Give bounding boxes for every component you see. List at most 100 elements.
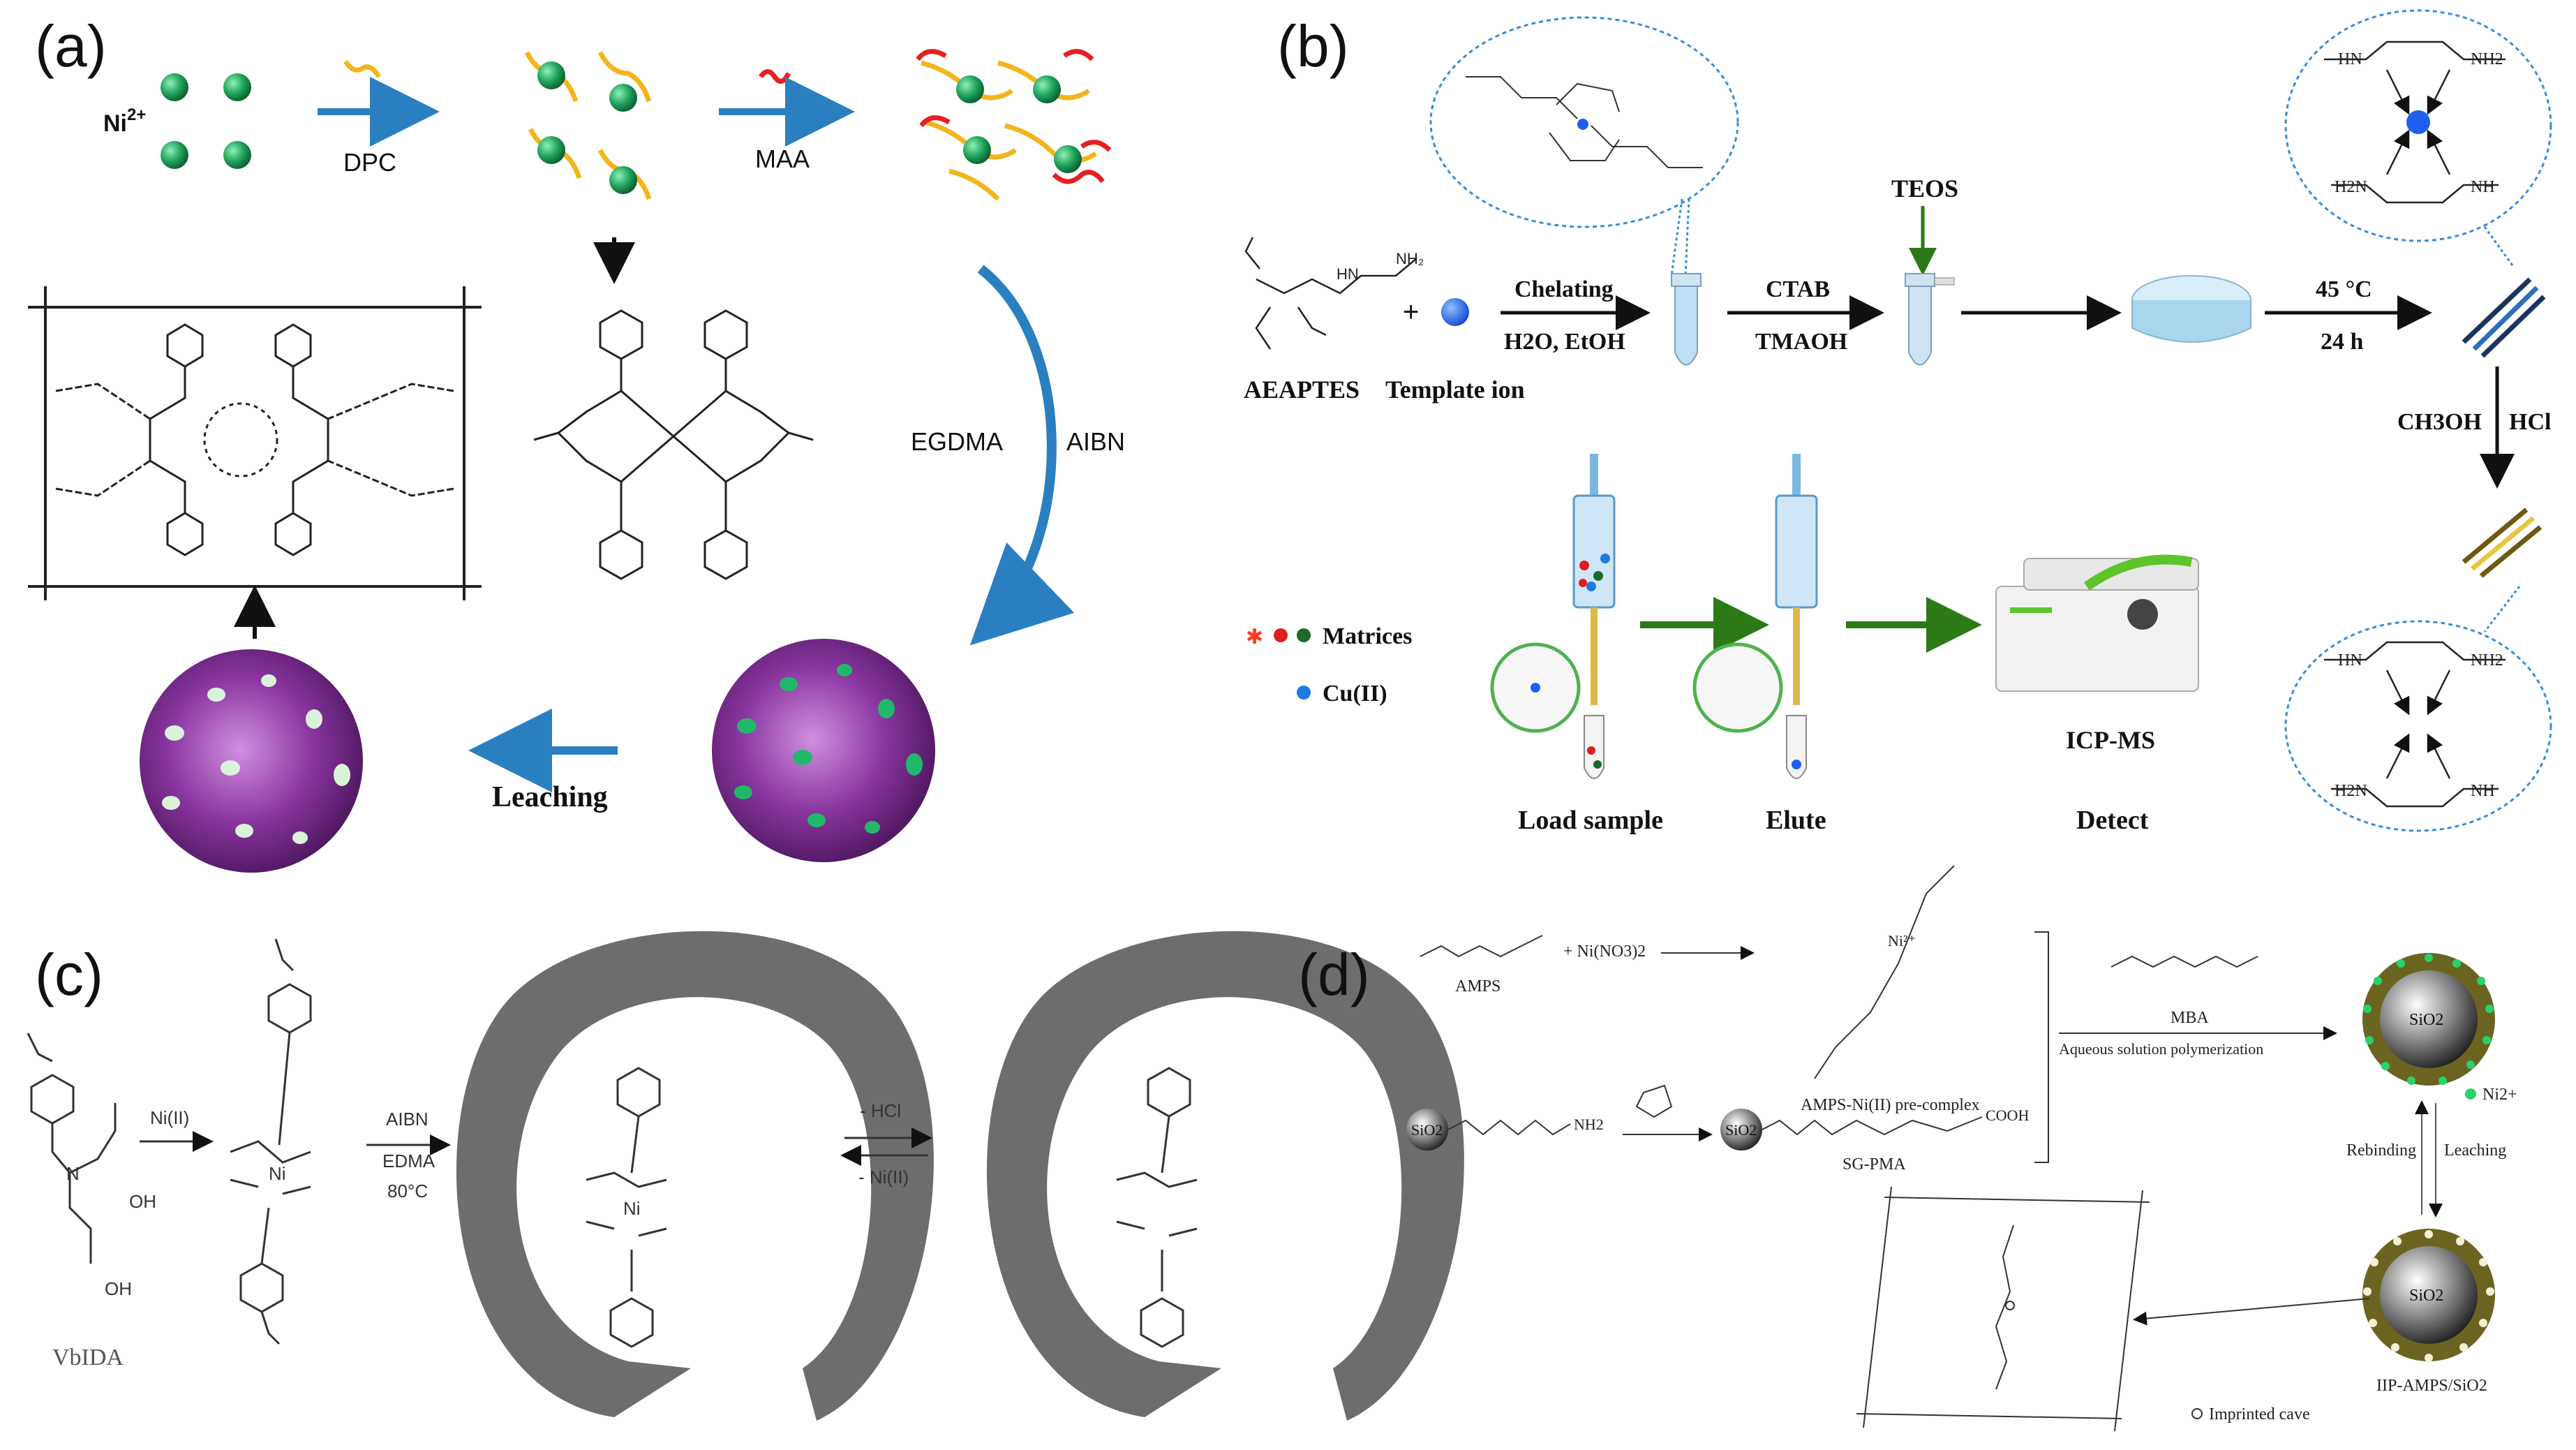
- tube-body: [1908, 286, 1932, 366]
- benzene-ring: [239, 1262, 284, 1313]
- ni-ion: [537, 136, 565, 164]
- ni-site: [780, 677, 798, 691]
- coordination-arrow: [2385, 669, 2410, 716]
- maa-chain: [1062, 49, 1094, 61]
- ni-site: [2407, 1077, 2415, 1085]
- ring: [1549, 132, 1620, 161]
- cave-site: [2369, 1319, 2377, 1327]
- ni-ion: [161, 73, 188, 101]
- coordination-arrow: [2427, 669, 2451, 716]
- instrument-accent: [2083, 554, 2193, 591]
- rod: [2462, 277, 2532, 344]
- imprinted-cave-box: [1856, 1186, 2150, 1432]
- free-ligand: [1116, 1171, 1198, 1237]
- ni-site: [2466, 1060, 2475, 1069]
- ni-text: Ni: [103, 110, 127, 137]
- loaded-polymer-sphere: [712, 639, 935, 862]
- silica-rods-yellow: [2462, 508, 2543, 578]
- aminosilane-chain: [1447, 1119, 1571, 1136]
- leaching-label: Leaching: [492, 781, 608, 813]
- ni-label: Ni2+: [103, 105, 146, 137]
- cu-eluate: [1792, 760, 1801, 769]
- cave-site: [2459, 1343, 2468, 1352]
- amps-label: AMPS: [1455, 977, 1501, 996]
- matrix-particle: [1579, 579, 1587, 587]
- rod: [2470, 516, 2536, 571]
- ni-site: [734, 785, 752, 799]
- cu-label: Cu(II): [1323, 681, 1387, 706]
- cu-legend-icon: [1297, 686, 1311, 700]
- cu-ion: [2406, 110, 2430, 134]
- chelate-ring: [586, 1171, 667, 1237]
- syringe-elute: [1775, 454, 1818, 705]
- cave-site: [2393, 1237, 2402, 1245]
- ni-ion: [223, 141, 251, 169]
- matrix-green-icon: [1297, 628, 1311, 642]
- ni-site: [2374, 977, 2382, 985]
- benzene-ring: [609, 1297, 654, 1348]
- phenyl-ring: [166, 323, 204, 368]
- nh-label: NH: [2471, 782, 2495, 800]
- dpc-ligand-icon: [343, 59, 382, 78]
- template-ion-icon: [1441, 298, 1469, 326]
- ni-site: [793, 750, 812, 765]
- empty-site: [334, 764, 350, 786]
- panel-c: (c) N OH OH VbIDA Ni(II) Ni AIBN EDMA: [27, 931, 1464, 1421]
- crosslink: [55, 459, 151, 497]
- panel-b: (b) HN NH₂ AEAPTES + Template ion Chelat…: [1244, 9, 2552, 835]
- ni-ion: [537, 61, 565, 89]
- imprinted-complex: [586, 1067, 667, 1348]
- imprinted-cave-site: [2005, 1301, 2015, 1310]
- coordination-arrow: [2385, 129, 2410, 175]
- bracket: [2034, 931, 2049, 1163]
- ni-site: [2439, 1077, 2447, 1085]
- empty-site: [306, 709, 322, 729]
- ni-site: [906, 753, 923, 776]
- coordination-arrow: [2427, 129, 2451, 175]
- ctab-label: CTAB: [1766, 276, 1830, 302]
- network-chain: [292, 367, 329, 513]
- phenyl-ring: [274, 512, 312, 556]
- edma-label: EDMA: [382, 1151, 435, 1171]
- ni-ion: [223, 73, 251, 101]
- ring-bottom: [2331, 787, 2499, 808]
- chelate-structure: [1466, 76, 1703, 168]
- tube-body: [1786, 715, 1807, 779]
- iip-label: IIP-AMPS/SiO2: [2376, 1377, 2487, 1395]
- ring-bottom: [2331, 184, 2499, 204]
- panel-b-label: (b): [1277, 13, 1349, 79]
- nino3-label: + Ni(NO3)2: [1563, 942, 1646, 961]
- box-line: [2114, 1190, 2143, 1432]
- crosslink: [327, 459, 454, 497]
- minus-ni-label: - Ni(II): [858, 1167, 909, 1188]
- polymer-cage: [986, 931, 1464, 1421]
- ni-center: Ni: [623, 1198, 641, 1219]
- temperature-label: 45 °C: [2316, 276, 2372, 302]
- teos-label: TEOS: [1891, 175, 1958, 202]
- ni-dpc-structure: [533, 309, 814, 580]
- sgpma-label: SG-PMA: [1842, 1155, 1906, 1174]
- column-zoom: [1692, 642, 1783, 733]
- coordination-bond: [673, 390, 727, 438]
- pre-polymer-complexes: [916, 49, 1112, 201]
- ni-site: [2477, 977, 2485, 985]
- vinyl: [274, 938, 295, 972]
- imprinted-network-box: [28, 286, 482, 600]
- chelating-label: Chelating: [1514, 276, 1614, 302]
- ch3oh-label: CH3OH: [2397, 409, 2482, 435]
- ni-site: [737, 718, 757, 734]
- syringe-barrel: [1572, 494, 1616, 609]
- rod: [2462, 508, 2529, 564]
- tube-icon: [1905, 273, 1955, 366]
- hn-label: HN: [2338, 50, 2362, 68]
- phenyl-ring: [703, 309, 748, 360]
- crosslink: [327, 383, 454, 420]
- ni-site: [2397, 959, 2405, 968]
- template-ion-label: Template ion: [1385, 376, 1525, 404]
- cave-site: [2479, 1319, 2487, 1327]
- ni-site: [878, 699, 895, 718]
- pre-complex-structure: [1814, 865, 1955, 1079]
- core-shell-sphere-imprinted: SiO2: [2362, 1229, 2495, 1362]
- syringe-needle: [1591, 607, 1598, 705]
